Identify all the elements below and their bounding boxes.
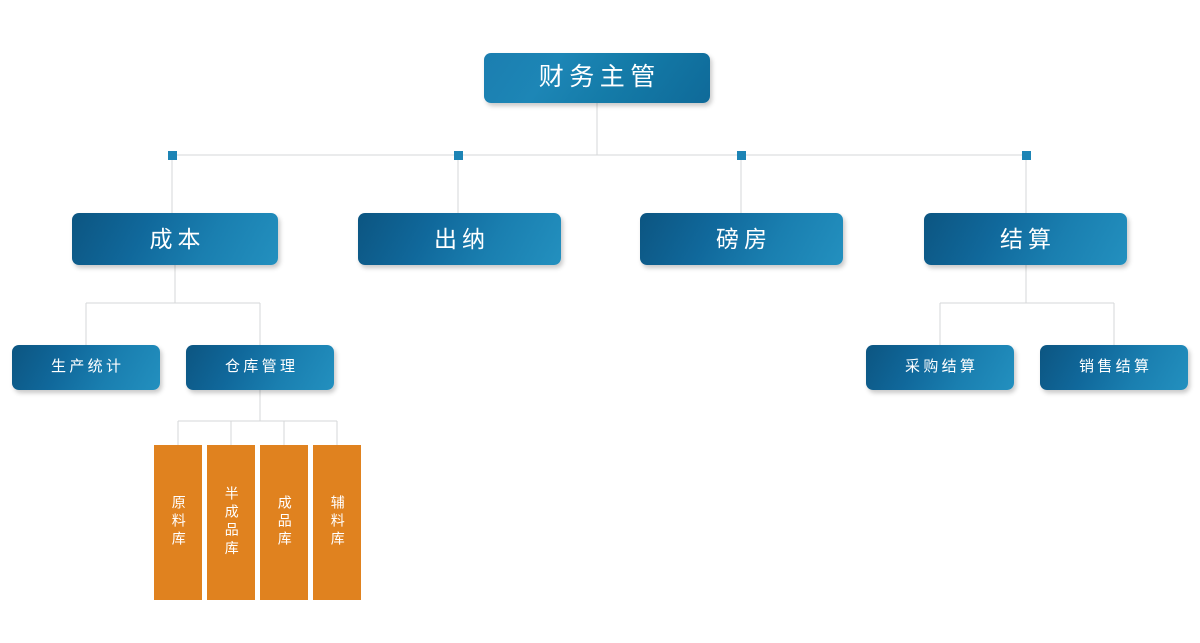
connector-handle-cost[interactable]	[168, 151, 177, 160]
node-label: 成本	[149, 225, 206, 252]
connector-handle-cashier[interactable]	[454, 151, 463, 160]
node-cashier[interactable]: 出纳	[358, 213, 561, 265]
node-warehouse-management[interactable]: 仓库管理	[186, 345, 334, 390]
node-production-statistics[interactable]: 生产统计	[12, 345, 160, 390]
node-label: 辅料库	[329, 495, 346, 550]
node-label: 成品库	[276, 495, 293, 550]
node-sales-settlement[interactable]: 销售结算	[1040, 345, 1188, 390]
node-label: 财务主管	[538, 63, 661, 92]
node-raw-material-warehouse[interactable]: 原料库	[154, 445, 202, 600]
node-label: 采购结算	[905, 358, 979, 376]
node-label: 原料库	[170, 495, 187, 550]
node-label: 出纳	[433, 225, 491, 252]
node-finance-director[interactable]: 财务主管	[484, 53, 710, 103]
connector-handle-weighbridge[interactable]	[737, 151, 746, 160]
connector-handle-settlement[interactable]	[1022, 151, 1031, 160]
node-weighbridge[interactable]: 磅房	[640, 213, 843, 265]
node-label: 销售结算	[1079, 358, 1153, 376]
node-cost[interactable]: 成本	[72, 213, 278, 265]
node-label: 仓库管理	[225, 358, 299, 376]
node-finished-goods-warehouse[interactable]: 成品库	[260, 445, 308, 600]
node-semi-finished-warehouse[interactable]: 半成品库	[207, 445, 255, 600]
node-settlement[interactable]: 结算	[924, 213, 1127, 265]
node-label: 半成品库	[223, 486, 240, 559]
node-auxiliary-warehouse[interactable]: 辅料库	[313, 445, 361, 600]
node-label: 磅房	[715, 225, 773, 252]
node-label: 结算	[999, 225, 1057, 252]
node-purchase-settlement[interactable]: 采购结算	[866, 345, 1014, 390]
node-label: 生产统计	[51, 358, 125, 376]
